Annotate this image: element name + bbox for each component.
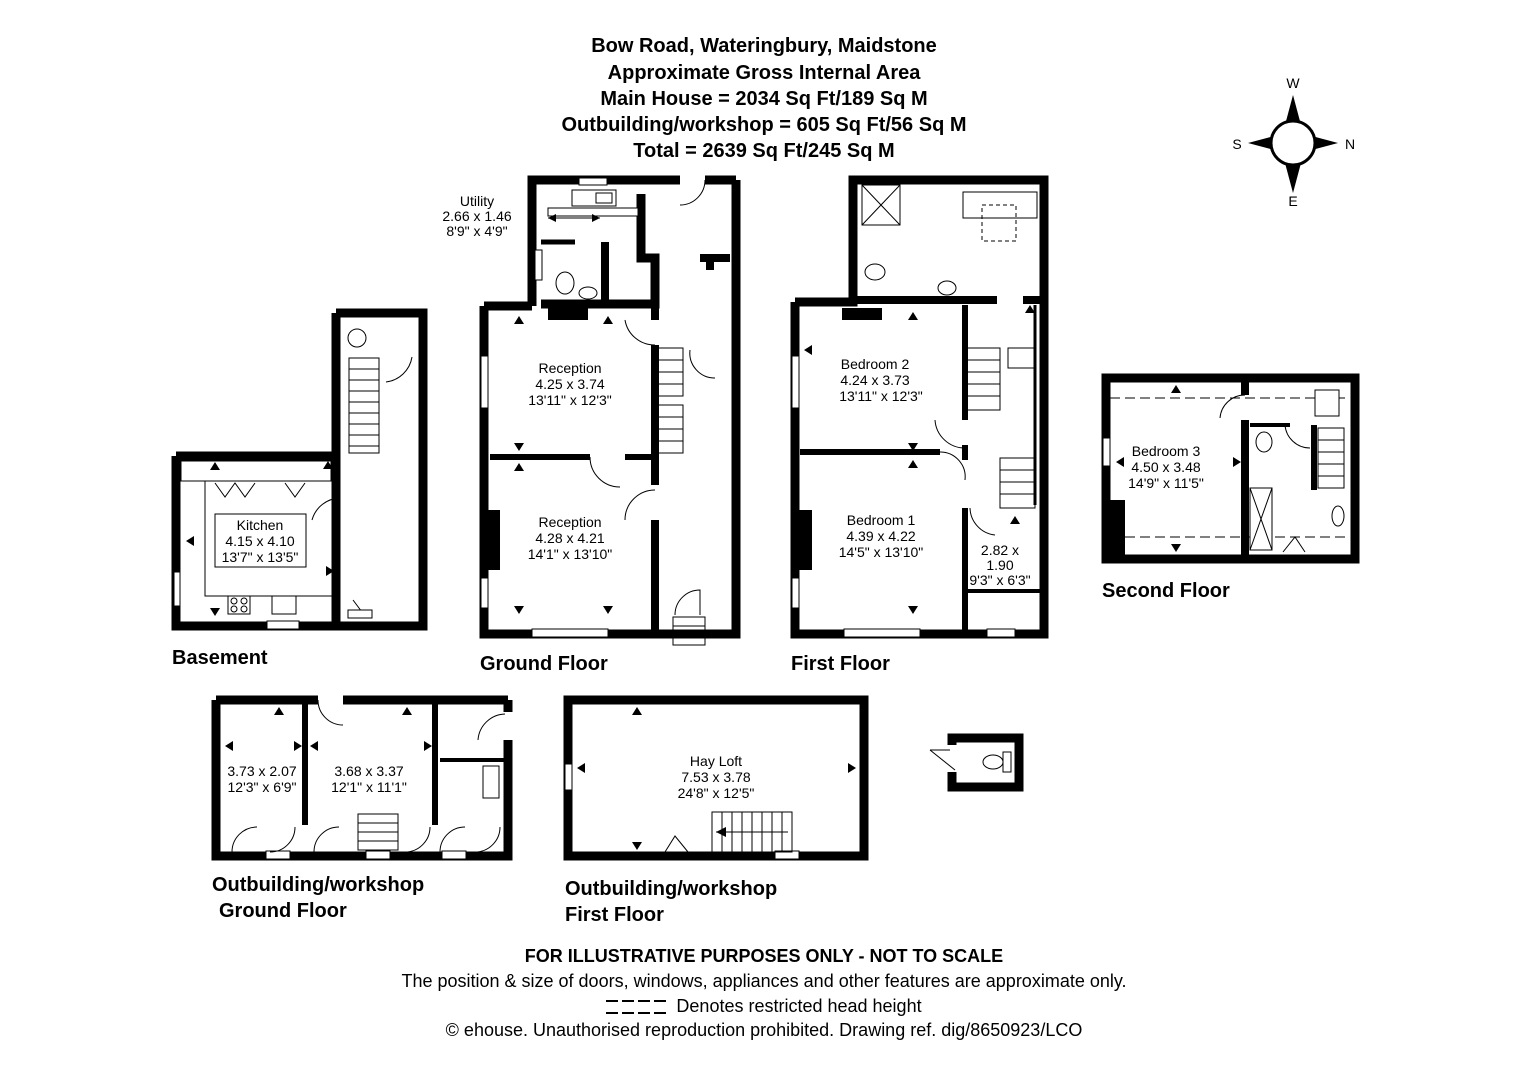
bedroom-3-imperial: 14'9" x 11'5" xyxy=(1128,475,1204,491)
floor-label-outbuilding-first-2: First Floor xyxy=(565,904,664,926)
floor-label-outbuilding-ground-2: Ground Floor xyxy=(219,900,347,922)
bedroom-2-room: Bedroom 2 4.24 x 3.73 13'11" x 12'3" xyxy=(839,356,923,404)
bedroom-2-metric: 4.24 x 3.73 xyxy=(840,372,909,388)
utility-name: Utility xyxy=(460,193,494,209)
title-outbuilding-area: Outbuilding/workshop = 605 Sq Ft/56 Sq M xyxy=(561,114,967,136)
reception-front-metric: 4.28 x 4.21 xyxy=(535,530,604,546)
outbuilding-first-plan xyxy=(563,695,869,861)
title-address: Bow Road, Wateringbury, Maidstone xyxy=(591,35,937,57)
kitchen-imperial: 13'7" x 13'5" xyxy=(222,549,299,565)
floor-label-outbuilding-ground-1: Outbuilding/workshop xyxy=(212,874,425,896)
bedroom-1-metric: 4.39 x 4.22 xyxy=(846,528,915,544)
outbuilding-ground-plan xyxy=(211,695,513,861)
bedroom-1-name: Bedroom 1 xyxy=(847,512,916,528)
floor-label-ground: Ground Floor xyxy=(480,653,608,675)
workshop-room-b: 3.68 x 3.37 12'1" x 11'1" xyxy=(331,763,407,795)
utility-room: Utility 2.66 x 1.46 8'9" x 4'9" xyxy=(442,193,511,239)
title-main-house-area: Main House = 2034 Sq Ft/189 Sq M xyxy=(600,88,928,110)
hay-loft-name: Hay Loft xyxy=(690,753,742,769)
bedroom-3-room: Bedroom 3 4.50 x 3.48 14'9" x 11'5" xyxy=(1128,443,1204,491)
utility-imperial: 8'9" x 4'9" xyxy=(446,223,507,239)
kitchen-name: Kitchen xyxy=(237,517,284,533)
reception-rear-metric: 4.25 x 3.74 xyxy=(535,376,604,392)
compass-rose-icon: W S N E xyxy=(1232,75,1355,209)
floor-label-outbuilding-first-1: Outbuilding/workshop xyxy=(565,878,778,900)
reception-front-room: Reception 4.28 x 4.21 14'1" x 13'10" xyxy=(528,514,613,562)
bedroom-1-room: Bedroom 1 4.39 x 4.22 14'5" x 13'10" xyxy=(839,512,924,560)
reception-front-imperial: 14'1" x 13'10" xyxy=(528,546,613,562)
kitchen-metric: 4.15 x 4.10 xyxy=(225,533,294,549)
floor-label-second: Second Floor xyxy=(1102,580,1230,602)
compass-label-bottom: E xyxy=(1288,193,1297,209)
title-area-heading: Approximate Gross Internal Area xyxy=(607,62,921,84)
reception-rear-room: Reception 4.25 x 3.74 13'11" x 12'3" xyxy=(528,360,612,408)
small-room-metric-2: 1.90 xyxy=(986,557,1013,573)
bedroom-1-imperial: 14'5" x 13'10" xyxy=(839,544,924,560)
workshop-b-metric: 3.68 x 3.37 xyxy=(334,763,403,779)
outbuilding-wc-plan xyxy=(929,733,1024,792)
footer-disclaimer: FOR ILLUSTRATIVE PURPOSES ONLY - NOT TO … xyxy=(524,946,1004,966)
reception-front-name: Reception xyxy=(538,514,601,530)
workshop-a-metric: 3.73 x 2.07 xyxy=(227,763,296,779)
floor-label-basement: Basement xyxy=(172,647,268,669)
footer-legend-text: Denotes restricted head height xyxy=(676,996,922,1016)
footer-copyright: © ehouse. Unauthorised reproduction proh… xyxy=(445,1020,1083,1040)
bedroom-3-name: Bedroom 3 xyxy=(1132,443,1201,459)
footer-legend: Denotes restricted head height xyxy=(0,996,1528,1017)
small-room: 2.82 x 1.90 9'3" x 6'3" xyxy=(969,542,1030,588)
hay-loft-metric: 7.53 x 3.78 xyxy=(681,769,750,785)
first-floor-plan xyxy=(790,175,1049,639)
compass-label-right: N xyxy=(1345,136,1355,152)
small-room-imperial: 9'3" x 6'3" xyxy=(969,572,1030,588)
kitchen-room: Kitchen 4.15 x 4.10 13'7" x 13'5" xyxy=(214,513,307,568)
reception-rear-name: Reception xyxy=(538,360,601,376)
reception-rear-imperial: 13'11" x 12'3" xyxy=(528,392,612,408)
workshop-a-imperial: 12'3" x 6'9" xyxy=(228,779,297,795)
hay-loft-imperial: 24'8" x 12'5" xyxy=(678,785,755,801)
workshop-b-imperial: 12'1" x 11'1" xyxy=(331,779,407,795)
title-total-area: Total = 2639 Sq Ft/245 Sq M xyxy=(633,140,895,162)
basement-plan xyxy=(171,308,428,631)
compass-label-left: S xyxy=(1232,136,1241,152)
bedroom-3-metric: 4.50 x 3.48 xyxy=(1131,459,1200,475)
small-room-metric-1: 2.82 x xyxy=(981,542,1019,558)
compass-label-top: W xyxy=(1286,75,1300,91)
bedroom-2-imperial: 13'11" x 12'3" xyxy=(839,388,923,404)
ground-floor-plan xyxy=(479,175,741,646)
workshop-room-a: 3.73 x 2.07 12'3" x 6'9" xyxy=(227,763,296,795)
utility-metric: 2.66 x 1.46 xyxy=(442,208,511,224)
floor-label-first: First Floor xyxy=(791,653,890,675)
hay-loft-room: Hay Loft 7.53 x 3.78 24'8" x 12'5" xyxy=(678,753,755,801)
restricted-head-height-legend-icon xyxy=(606,1000,671,1014)
bedroom-2-name: Bedroom 2 xyxy=(841,356,910,372)
second-floor-plan xyxy=(1101,373,1360,564)
footer-note: The position & size of doors, windows, a… xyxy=(401,971,1127,991)
